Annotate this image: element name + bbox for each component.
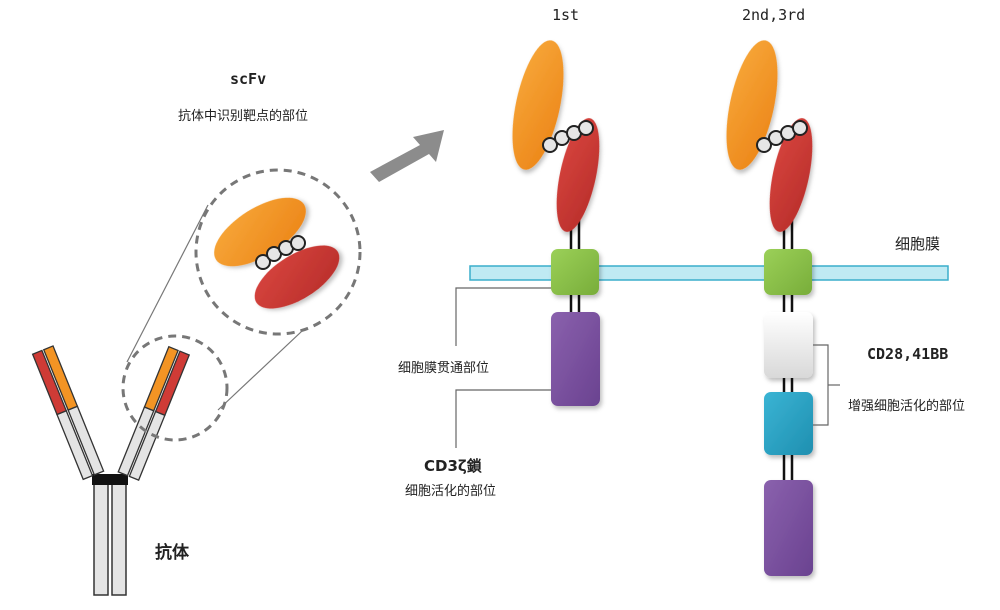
costim-domain-white: [764, 312, 813, 378]
zoom-circle-small: [121, 334, 229, 442]
antibody-structure: [31, 345, 191, 596]
cd3z-domain-2nd: [764, 480, 813, 576]
cell-membrane-label: 细胞膜: [895, 235, 941, 253]
antibody-right-arm: [117, 345, 191, 481]
costim-description: 增强细胞活化的部位: [848, 399, 966, 414]
scfv-description: 抗体中识别靶点的部位: [178, 109, 309, 124]
scfv-title: scFv: [230, 70, 267, 88]
costim-title: CD28,41BB: [867, 345, 949, 363]
scfv-zoom-detail: [214, 197, 340, 309]
transmembrane-domain-1st: [551, 249, 599, 295]
transmembrane-domain-2nd: [764, 249, 812, 295]
antibody-left-arm: [31, 345, 105, 481]
antibody-label: 抗体: [155, 543, 189, 563]
cd3z-domain-1st: [551, 312, 600, 406]
car-2nd-3rd-gen: [726, 40, 813, 576]
callout-lines: [455, 287, 840, 448]
gen1-label: 1st: [552, 6, 580, 24]
car-1st-gen: [512, 40, 600, 406]
antibody-hinge: [92, 474, 128, 485]
gen23-label: 2nd,3rd: [742, 6, 806, 24]
cd3z-title: CD3ζ鎖: [424, 457, 482, 475]
antibody-fc-left: [93, 482, 109, 596]
antibody-fc-right: [111, 482, 127, 596]
cell-membrane-bar: [469, 265, 949, 281]
zoom-connector-top: [126, 204, 209, 363]
right-arrow-icon: [370, 130, 444, 182]
cd3z-description: 细胞活化的部位: [405, 484, 497, 499]
costim-domain-teal: [764, 392, 813, 455]
transmembrane-label: 细胞膜贯通部位: [398, 361, 490, 376]
